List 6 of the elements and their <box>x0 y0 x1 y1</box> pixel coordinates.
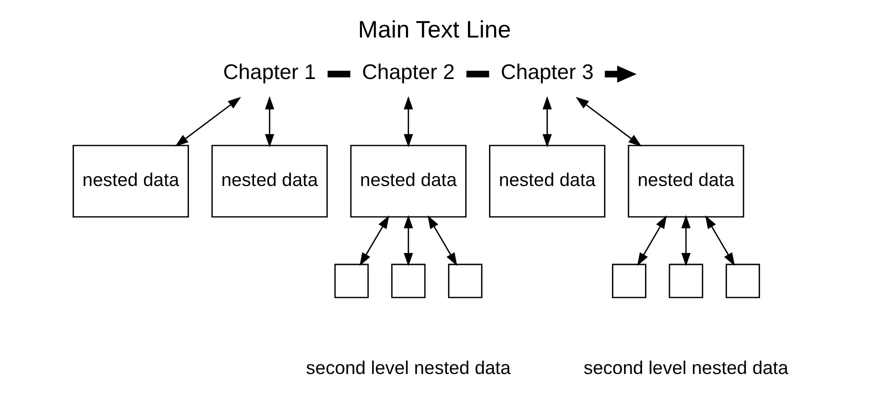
node-text: Chapter 2 <box>362 61 455 84</box>
label: second level nested data <box>306 356 511 378</box>
node-text: Chapter 3 <box>500 61 594 84</box>
node-text: Chapter 1 <box>223 61 316 84</box>
label: second level nested data <box>584 356 788 378</box>
diagram-title: Main Text Line <box>358 16 511 44</box>
